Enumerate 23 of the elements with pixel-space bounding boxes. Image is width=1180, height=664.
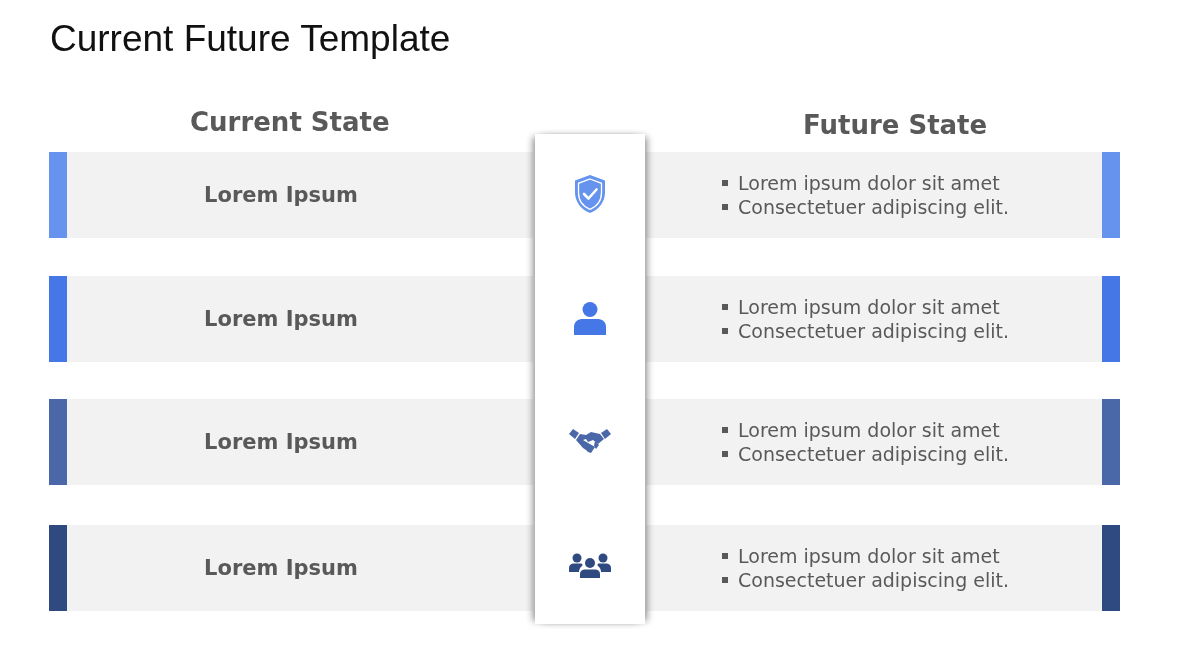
row-band	[646, 276, 1120, 362]
bullet-text: Consectetuer adipiscing elit.	[738, 442, 1009, 467]
row-band	[49, 525, 533, 611]
row-title: Lorem Ipsum	[204, 430, 358, 454]
row-band	[646, 525, 1120, 611]
bullet-text: Consectetuer adipiscing elit.	[738, 568, 1009, 593]
row-band	[49, 399, 533, 485]
column-heading: Current State	[190, 106, 390, 139]
row-title: Lorem Ipsum	[204, 556, 358, 580]
row-band	[49, 152, 533, 238]
row-title: Lorem Ipsum	[204, 307, 358, 331]
bullet-text: Lorem ipsum dolor sit amet	[738, 417, 1000, 442]
bullet-text: Lorem ipsum dolor sit amet	[738, 543, 1000, 568]
row-band	[49, 276, 533, 362]
row-band	[646, 399, 1120, 485]
bullet-text: Consectetuer adipiscing elit.	[738, 319, 1009, 344]
row-title: Lorem Ipsum	[204, 183, 358, 207]
row-band	[646, 152, 1120, 238]
bullet-text: Consectetuer adipiscing elit.	[738, 195, 1009, 220]
bullet-text: Lorem ipsum dolor sit amet	[738, 294, 1000, 319]
bullet-text: Lorem ipsum dolor sit amet	[738, 170, 1000, 195]
column-heading: Future State	[803, 109, 988, 142]
slide-title: Current Future Template	[50, 17, 451, 61]
